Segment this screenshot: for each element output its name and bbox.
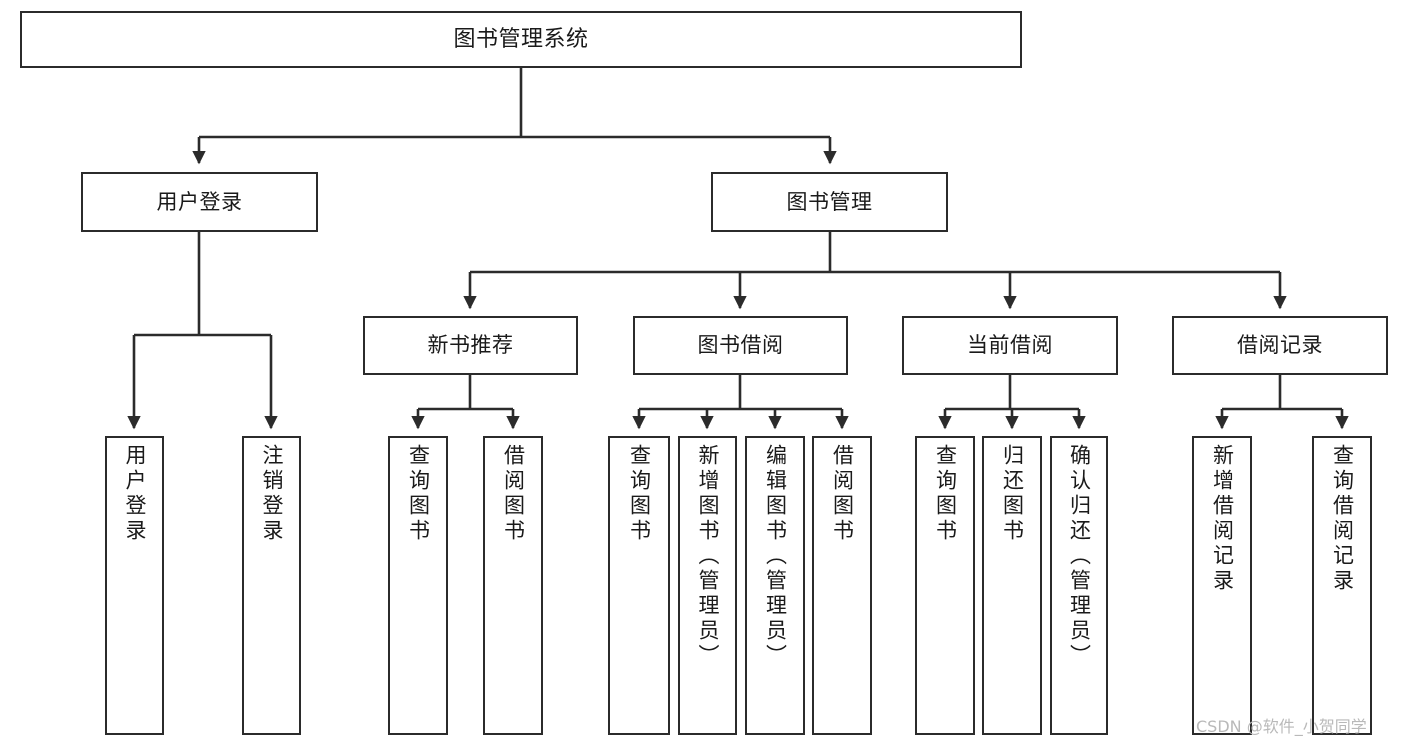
watermark: CSDN @软件_小贺同学 <box>1196 717 1367 736</box>
leaf-add-borrow-record[interactable]: 新增借阅记录 <box>1192 436 1252 735</box>
node-book-borrowing[interactable]: 图书借阅 <box>633 316 848 375</box>
leaf-borrow-books-recommend-label: 借阅图书 <box>501 444 526 544</box>
node-current-borrowing[interactable]: 当前借阅 <box>902 316 1118 375</box>
leaf-add-book-admin-label: 新增图书（管理员） <box>696 444 720 669</box>
leaf-user-login-label: 用户登录 <box>123 444 147 544</box>
leaf-borrow-books[interactable]: 借阅图书 <box>812 436 872 735</box>
leaf-query-books-borrowing-label: 查询图书 <box>627 444 652 544</box>
node-book-management-label: 图书管理 <box>786 189 873 214</box>
leaf-query-books-recommend[interactable]: 查询图书 <box>388 436 448 735</box>
leaf-return-books[interactable]: 归还图书 <box>982 436 1042 735</box>
node-user-login-label: 用户登录 <box>156 189 243 214</box>
leaf-query-books-borrowing[interactable]: 查询图书 <box>608 436 670 735</box>
leaf-query-borrow-record[interactable]: 查询借阅记录 <box>1312 436 1372 735</box>
leaf-query-books-current[interactable]: 查询图书 <box>915 436 975 735</box>
leaf-edit-book-admin[interactable]: 编辑图书（管理员） <box>745 436 805 735</box>
node-root-label: 图书管理系统 <box>453 26 589 52</box>
leaf-query-books-current-label: 查询图书 <box>933 444 958 544</box>
node-root[interactable]: 图书管理系统 <box>20 11 1022 68</box>
leaf-edit-book-admin-label: 编辑图书（管理员） <box>763 444 788 669</box>
node-book-management[interactable]: 图书管理 <box>711 172 948 232</box>
node-borrowing-records[interactable]: 借阅记录 <box>1172 316 1388 375</box>
node-current-borrowing-label: 当前借阅 <box>967 333 1053 358</box>
node-new-book-recommendation-label: 新书推荐 <box>427 333 514 358</box>
leaf-logout[interactable]: 注销登录 <box>242 436 301 735</box>
node-user-login[interactable]: 用户登录 <box>81 172 318 232</box>
leaf-add-book-admin[interactable]: 新增图书（管理员） <box>678 436 737 735</box>
leaf-add-borrow-record-label: 新增借阅记录 <box>1210 444 1235 594</box>
leaf-query-borrow-record-label: 查询借阅记录 <box>1330 444 1355 594</box>
leaf-confirm-return-admin-label: 确认归还（管理员） <box>1067 444 1092 669</box>
leaf-query-books-recommend-label: 查询图书 <box>406 444 431 544</box>
leaf-confirm-return-admin[interactable]: 确认归还（管理员） <box>1050 436 1108 735</box>
leaf-return-books-label: 归还图书 <box>1000 444 1025 544</box>
node-borrowing-records-label: 借阅记录 <box>1237 333 1323 358</box>
node-new-book-recommendation[interactable]: 新书推荐 <box>363 316 578 375</box>
leaf-borrow-books-label: 借阅图书 <box>830 444 855 544</box>
leaf-logout-label: 注销登录 <box>260 444 284 544</box>
node-book-borrowing-label: 图书借阅 <box>697 333 784 358</box>
leaf-borrow-books-recommend[interactable]: 借阅图书 <box>483 436 543 735</box>
leaf-user-login[interactable]: 用户登录 <box>105 436 164 735</box>
